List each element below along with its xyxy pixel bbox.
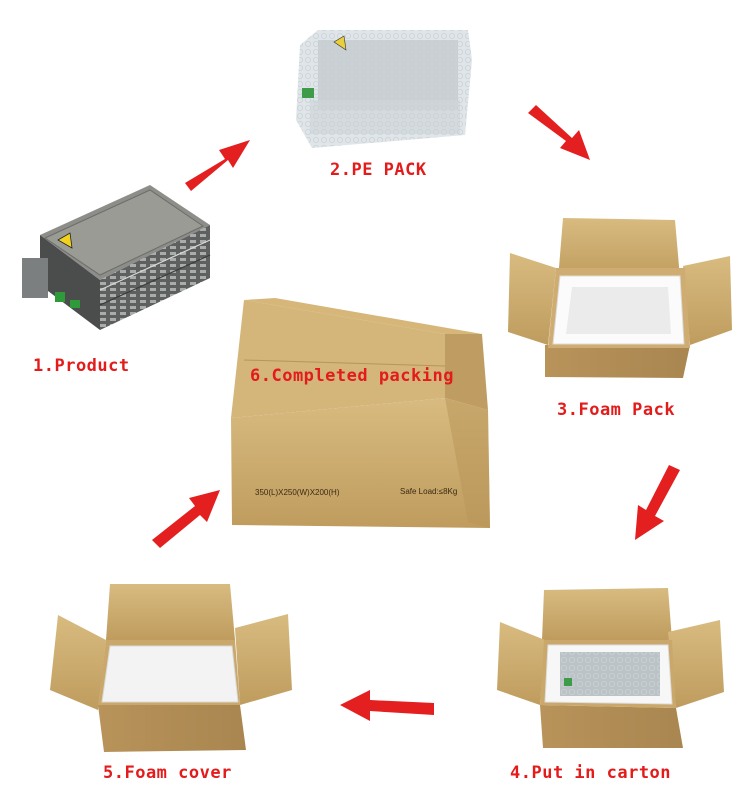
step-1-label: 1.Product [33,356,130,376]
carton-safe-load-text: Safe Load:≤8Kg [400,487,458,496]
product-device-icon [22,185,211,330]
foam-covered-carton-icon [50,584,292,752]
carton-dimensions-text: 350(L)X250(W)X200(H) [255,488,340,497]
bubble-wrapped-device-icon [296,30,472,148]
foam-lined-carton-icon [508,218,732,378]
step-5-label: 5.Foam cover [103,763,232,783]
device-in-carton-icon [497,588,724,748]
step-2-label: 2.PE PACK [330,160,427,180]
step-4-label: 4.Put in carton [510,763,672,783]
sealed-carton-icon [231,298,490,528]
step-3-label: 3.Foam Pack [557,400,676,420]
step-6-label: 6.Completed packing [250,366,454,386]
red-arrow-icon [152,105,680,721]
